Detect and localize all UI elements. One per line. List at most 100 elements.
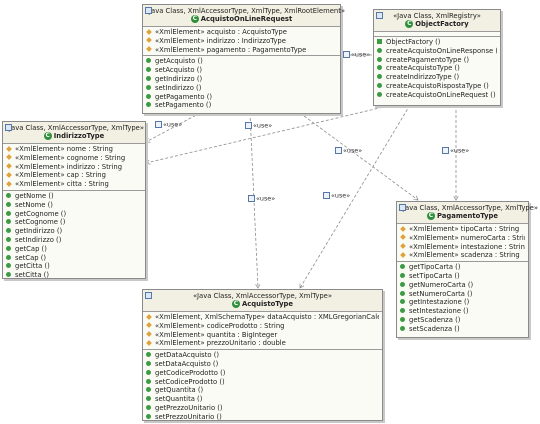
class-icon: C <box>231 300 240 308</box>
class-pagamento-type[interactable]: «Java Class, XmlAccessorType, XmlType» C… <box>396 201 539 338</box>
method-icon <box>6 228 11 234</box>
method-row: getCitta () <box>6 262 142 271</box>
stereotype-label: «Java Class, XmlAccessorType, XmlType, X… <box>145 7 346 15</box>
field-row: «XmlElement» prezzoUnitario : double <box>146 339 379 348</box>
method-row: getIntestazione () <box>400 298 525 307</box>
class-header: «Java Class, XmlAccessorType, XmlType» C… <box>397 202 539 224</box>
field-icon <box>400 243 406 249</box>
field-row: «XmlElement» cognome : String <box>6 154 142 163</box>
method-icon <box>400 325 405 331</box>
field-row: «XmlElement» scadenza : String <box>400 251 525 260</box>
fields-section: «XmlElement, XmlSchemaType» dataAcquisto… <box>143 312 382 349</box>
method-icon <box>377 56 382 62</box>
method-icon <box>6 245 11 251</box>
class-corner-icon <box>399 204 406 211</box>
method-icon <box>146 84 151 90</box>
method-row: getIndirizzo () <box>146 75 337 84</box>
field-row: «XmlElement» indirizzo : IndirizzoType <box>146 37 337 46</box>
method-row: setTipoCarta () <box>400 272 525 281</box>
method-icon <box>6 236 11 242</box>
class-acquisto-type[interactable]: «Java Class, XmlAccessorType, XmlType» C… <box>142 289 383 421</box>
dependency-icon <box>323 192 330 199</box>
field-row: «XmlElement» intestazione : String <box>400 243 525 252</box>
method-row: getAcquisto () <box>146 57 337 66</box>
field-row: «XmlElement» citta : String <box>6 180 142 189</box>
method-icon <box>146 102 151 108</box>
method-icon <box>377 82 382 88</box>
method-row: createAcquistoType () <box>377 64 497 73</box>
field-icon <box>146 331 152 337</box>
field-icon <box>146 313 152 320</box>
field-icon <box>6 145 12 152</box>
method-icon <box>400 308 405 314</box>
field-icon <box>146 322 152 329</box>
class-corner-icon <box>145 7 152 14</box>
field-row: «XmlElement» quantita : BigInteger <box>146 331 379 340</box>
method-row: setIndirizzo () <box>6 236 142 245</box>
field-icon <box>6 163 12 169</box>
class-header: «Java Class, XmlAccessorType, XmlType» C… <box>3 122 145 144</box>
dep-objectfactory-acquisto <box>300 104 411 288</box>
field-icon <box>146 28 152 35</box>
method-icon <box>400 299 405 305</box>
field-icon <box>400 252 406 258</box>
method-icon <box>146 75 151 81</box>
field-row: «XmlElement» cap : String <box>6 171 142 180</box>
field-icon <box>146 46 152 52</box>
dependency-icon <box>335 147 342 154</box>
method-icon <box>6 272 11 278</box>
stereotype-label: «Java Class, XmlAccessorType, XmlType» <box>399 204 539 212</box>
method-icon <box>6 219 11 225</box>
field-icon <box>6 172 12 178</box>
dependency-icon <box>245 122 252 129</box>
method-row: setDataAcquisto () <box>146 360 379 369</box>
field-row: «XmlElement» acquisto : AcquistoType <box>146 28 337 37</box>
dependency-icon <box>343 51 350 58</box>
dep-request-pagamento <box>299 112 418 200</box>
field-row: «XmlElement» nome : String <box>6 145 142 154</box>
field-row: «XmlElement» indirizzo : String <box>6 163 142 172</box>
class-corner-icon <box>145 292 152 299</box>
fields-section: «XmlElement» tipoCarta : String «XmlElem… <box>397 224 528 261</box>
class-header: «Java Class, XmlAccessorType, XmlType» C… <box>143 290 382 312</box>
class-name: AcquistoType <box>241 300 294 308</box>
method-row: setCitta () <box>6 271 142 280</box>
methods-section: getNome () setNome () getCognome () setC… <box>3 189 145 281</box>
field-row: «XmlElement» numeroCarta : String <box>400 234 525 243</box>
use-label: «use» <box>323 192 350 200</box>
method-icon <box>146 369 151 375</box>
method-row: createIndirizzoType () <box>377 73 497 82</box>
method-row: setIntestazione () <box>400 307 525 316</box>
class-icon: C <box>43 132 52 140</box>
method-row: setCognome () <box>6 218 142 227</box>
field-icon <box>6 180 12 187</box>
class-name: AcquistoOnLineRequest <box>200 15 293 23</box>
method-icon <box>146 67 151 73</box>
method-icon <box>400 281 405 287</box>
field-icon <box>6 154 12 161</box>
class-icon: C <box>405 20 414 28</box>
methods-section: getTipoCarta () setTipoCarta () getNumer… <box>397 261 528 334</box>
method-row: getDataAcquisto () <box>146 351 379 360</box>
method-row: getNumeroCarta () <box>400 281 525 290</box>
use-label: «use» <box>248 195 275 203</box>
method-icon <box>377 91 382 97</box>
fields-section: «XmlElement» acquisto : AcquistoType «Xm… <box>143 27 340 55</box>
method-row: createAcquistoOnLineResponse () <box>377 47 497 56</box>
class-corner-icon <box>376 12 383 19</box>
class-header: «Java Class, XmlAccessorType, XmlType, X… <box>143 5 346 27</box>
method-row: getTipoCarta () <box>400 263 525 272</box>
method-row: setNome () <box>6 201 142 210</box>
class-indirizzo-type[interactable]: «Java Class, XmlAccessorType, XmlType» C… <box>2 121 146 279</box>
field-icon <box>146 37 152 44</box>
method-row: getPrezzoUnitario () <box>146 404 379 413</box>
method-icon <box>400 316 405 322</box>
method-row: getCognome () <box>6 210 142 219</box>
use-label: «use» <box>335 147 362 155</box>
method-row: getScadenza () <box>400 316 525 325</box>
method-icon <box>400 272 405 278</box>
class-acquisto-online-request[interactable]: «Java Class, XmlAccessorType, XmlType, X… <box>142 4 346 114</box>
method-icon <box>146 413 151 419</box>
